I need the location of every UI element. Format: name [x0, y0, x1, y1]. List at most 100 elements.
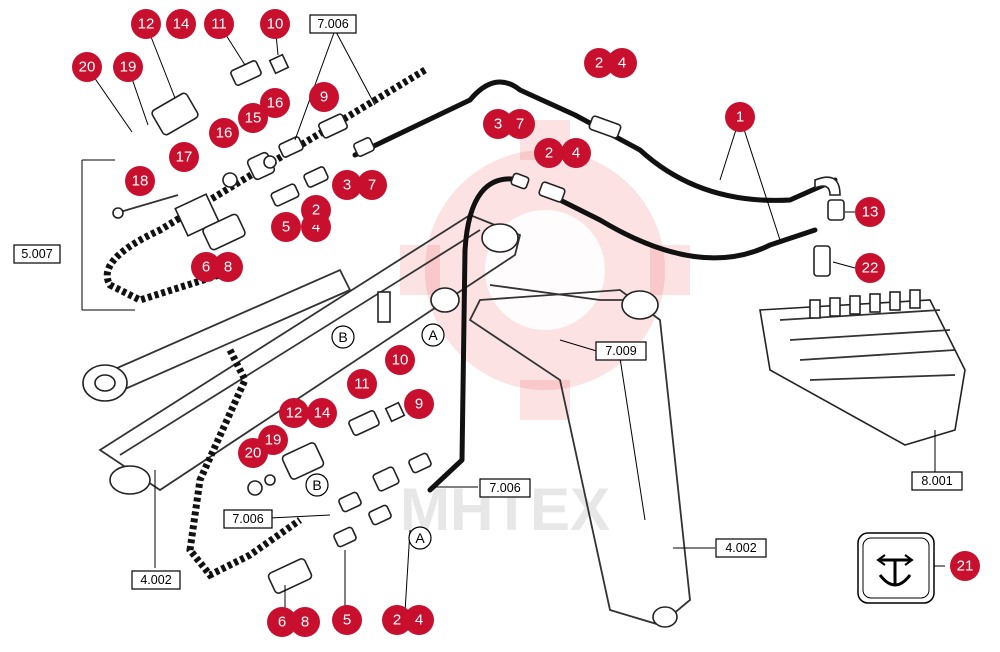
fittings: [112, 53, 845, 594]
callout-marker: [382, 605, 412, 635]
callout-number: 6: [278, 614, 286, 631]
callout-marker: [131, 9, 161, 39]
callout-number: 7: [516, 116, 524, 133]
callout-number: 16: [267, 95, 284, 112]
part-callout: 8: [290, 607, 320, 637]
part-callout: 7: [505, 109, 535, 139]
connection-marker: A: [408, 526, 432, 550]
dipper-arm: [430, 284, 691, 628]
callout-number: 3: [343, 177, 351, 194]
boom-arm: [82, 213, 522, 495]
callout-number: 4: [415, 612, 423, 629]
ref-box: 4.002: [715, 538, 767, 558]
part-callout: 14: [307, 398, 337, 428]
part-callout: 7: [357, 170, 387, 200]
part-callout: 6: [267, 607, 297, 637]
ref-box: 8.001: [911, 471, 963, 491]
ref-box-label: 5.007: [21, 247, 52, 261]
part-callout: 18: [125, 166, 155, 196]
callout-number: 8: [224, 259, 232, 276]
callout-number: 19: [265, 432, 282, 449]
callout-marker: [607, 48, 637, 78]
callout-number: 2: [545, 145, 553, 162]
callout-number: 15: [245, 110, 262, 127]
callout-marker: [950, 551, 980, 581]
callout-number: 5: [282, 219, 290, 236]
part-callout: 4: [404, 605, 434, 635]
callout-number: 7: [368, 177, 376, 194]
ref-box-label: 7.006: [317, 17, 348, 31]
callout-marker: [290, 607, 320, 637]
ref-box-label: 7.006: [232, 512, 263, 526]
callout-number: 6: [202, 259, 210, 276]
callout-marker: [385, 345, 415, 375]
callout-marker: [725, 102, 755, 132]
part-callout: 17: [169, 142, 199, 172]
part-callout: 5: [271, 212, 301, 242]
callout-number: 22: [862, 260, 879, 277]
part-callout: 2: [301, 195, 331, 225]
callout-marker: [279, 398, 309, 428]
callout-number: 20: [245, 445, 262, 462]
callout-number: 16: [216, 125, 233, 142]
ref-box: 7.006: [479, 478, 531, 498]
part-callout: 2: [584, 48, 614, 78]
callout-marker: [260, 88, 290, 118]
operator-symbol-panel: [857, 532, 935, 604]
callout-number: 5: [343, 612, 351, 629]
callout-marker: [309, 82, 339, 112]
callout-number: 4: [312, 219, 320, 236]
callout-number: 18: [132, 173, 149, 190]
part-callout: 10: [260, 9, 290, 39]
callout-number: 4: [618, 55, 626, 72]
part-callout: 12: [279, 398, 309, 428]
part-callout: 12: [131, 9, 161, 39]
part-callout: 19: [113, 52, 143, 82]
callout-number: 13: [862, 204, 879, 221]
part-callout: 1: [725, 102, 755, 132]
connection-marker: A: [421, 323, 445, 347]
connection-marker: B: [305, 473, 329, 497]
callout-number: 9: [320, 89, 328, 106]
ref-box: 5.007: [13, 244, 61, 264]
callout-marker: [505, 109, 535, 139]
connection-marker-label: A: [415, 530, 425, 546]
callout-number: 11: [211, 16, 227, 33]
connection-marker-label: B: [312, 477, 321, 493]
part-callout: 2: [382, 605, 412, 635]
callout-number: 12: [286, 405, 303, 422]
ref-box-label: 7.006: [489, 481, 520, 495]
callout-marker: [332, 605, 362, 635]
callout-marker: [855, 253, 885, 283]
callout-number: 17: [176, 149, 193, 166]
part-callout: 21: [950, 551, 980, 581]
callout-marker: [209, 118, 239, 148]
callout-number: 8: [301, 614, 309, 631]
callout-marker: [561, 138, 591, 168]
callout-number: 19: [120, 59, 137, 76]
callout-marker: [307, 398, 337, 428]
ref-box-label: 4.002: [725, 541, 756, 555]
part-callout: 4: [607, 48, 637, 78]
callout-marker: [483, 109, 513, 139]
part-callout: 9: [404, 389, 434, 419]
callout-marker: [301, 195, 331, 225]
callout-marker: [260, 9, 290, 39]
part-callout: 11: [204, 9, 234, 39]
callout-number: 2: [595, 55, 603, 72]
part-callout: 8: [213, 252, 243, 282]
part-callout: 2: [534, 138, 564, 168]
connection-marker-label: B: [338, 329, 347, 345]
ref-box: 7.009: [595, 341, 647, 361]
callout-marker: [113, 52, 143, 82]
part-callout: 5: [332, 605, 362, 635]
callout-marker: [267, 607, 297, 637]
ref-box: 4.002: [131, 570, 181, 590]
callout-number: 9: [415, 396, 423, 413]
callout-marker: [204, 9, 234, 39]
part-callout: 10: [385, 345, 415, 375]
part-callout: 16: [209, 118, 239, 148]
callout-marker: [238, 103, 268, 133]
